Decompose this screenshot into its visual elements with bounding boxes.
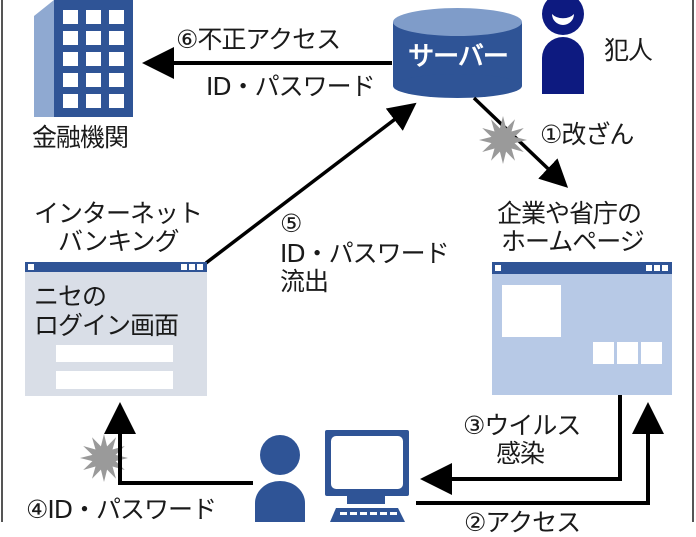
step3-subtext: 感染 [496,439,545,468]
window-button [654,265,660,271]
step1-text: 改ざん [561,120,634,149]
fake-login-window [25,262,207,396]
step4-number: ④ [26,495,48,524]
bank-label: 金融機関 [32,123,129,152]
criminal-person-icon [542,0,584,94]
server-icon [393,8,522,98]
computer-icon [325,430,409,522]
homepage-caption-line2: ホームページ [501,227,645,256]
building-window [109,10,124,24]
keyboard-keys [340,512,397,515]
homepage-small-block [641,342,662,364]
building-windows [63,10,124,108]
step3-number: ③ [463,411,485,440]
keyboard-key [350,512,357,515]
monitor-screen [331,436,403,489]
step5-text: ID・パスワード [280,239,450,268]
server-bottom [393,74,522,98]
window-icon [495,265,501,271]
step2-text: アクセス [485,508,581,537]
window-button [197,264,203,270]
step5-subtext: 流出 [280,267,329,296]
keyboard-key [360,512,367,515]
step1-label: ①改ざん [540,120,634,149]
building-window [109,52,124,66]
step3-label: ③ウイルス [463,411,581,440]
fake-window-titlebar [25,262,207,272]
frame-border-right [692,0,694,522]
step1-number: ① [540,120,562,149]
building-side [34,0,54,117]
user-head [260,435,300,475]
step6-number: ⑥ [176,25,198,54]
step6-label: ⑥不正アクセス [176,25,341,54]
building-window [86,73,101,87]
diagram-canvas [25,0,672,522]
keyboard [330,508,405,522]
keyboard-key [390,512,397,515]
step6-sublabel: ID・パスワード [206,72,376,101]
fake-id-field [56,345,173,362]
window-button [181,264,187,270]
criminal-smile [552,14,574,25]
fake-login-caption-line2: バンキング [58,227,180,256]
building-window [109,94,124,108]
keyboard-key [380,512,387,515]
frame-border-left [1,0,3,522]
building-window [86,52,101,66]
fake-password-field [56,371,173,389]
fake-login-caption-line1: インターネット [34,199,203,228]
arrow-step3 [420,395,622,495]
building-window [109,73,124,87]
step4-label: ④ID・パスワード [26,495,217,524]
keyboard-key [340,512,347,515]
homepage-window-titlebar [492,262,672,274]
step6-text: 不正アクセス [197,25,341,54]
criminal-label: 犯人 [604,36,653,65]
step4-text: ID・パスワード [47,495,217,524]
building-window [109,31,124,45]
building-window [63,31,78,45]
criminal-head [542,0,584,35]
building-window [63,52,78,66]
homepage-image-block [502,285,561,337]
building-icon [34,0,133,117]
fake-login-window-text-line2: ログイン画面 [34,311,179,340]
user-body [255,481,305,522]
building-window [63,10,78,24]
building-window [63,94,78,108]
building-window [86,94,101,108]
monitor-stand [347,496,385,504]
keyboard-key [370,512,377,515]
burst-icon [479,116,527,164]
criminal-body [542,37,584,94]
homepage-small-block [593,342,614,364]
step2-label: ②アクセス [464,508,581,537]
server-label: サーバー [408,42,509,72]
burst-icon [80,434,128,482]
step5-number: ⑤ [280,209,302,238]
homepage-caption-line1: 企業や省庁の [497,199,642,228]
fake-login-window-text-line1: ニセの [34,282,107,311]
arrow-step4 [104,402,253,485]
step3-text: ウイルス [484,411,581,440]
step2-number: ② [464,508,486,537]
window-button [662,265,668,271]
homepage-small-block [617,342,638,364]
user-person-icon [255,435,305,522]
arrow-step2 [416,402,664,505]
building-window [63,73,78,87]
server-top [393,8,522,36]
building-window [86,10,101,24]
window-button [189,264,195,270]
window-icon [28,264,34,270]
window-button [646,265,652,271]
arrow-step5 [204,102,417,265]
homepage-window [492,262,672,395]
building-window [86,31,101,45]
